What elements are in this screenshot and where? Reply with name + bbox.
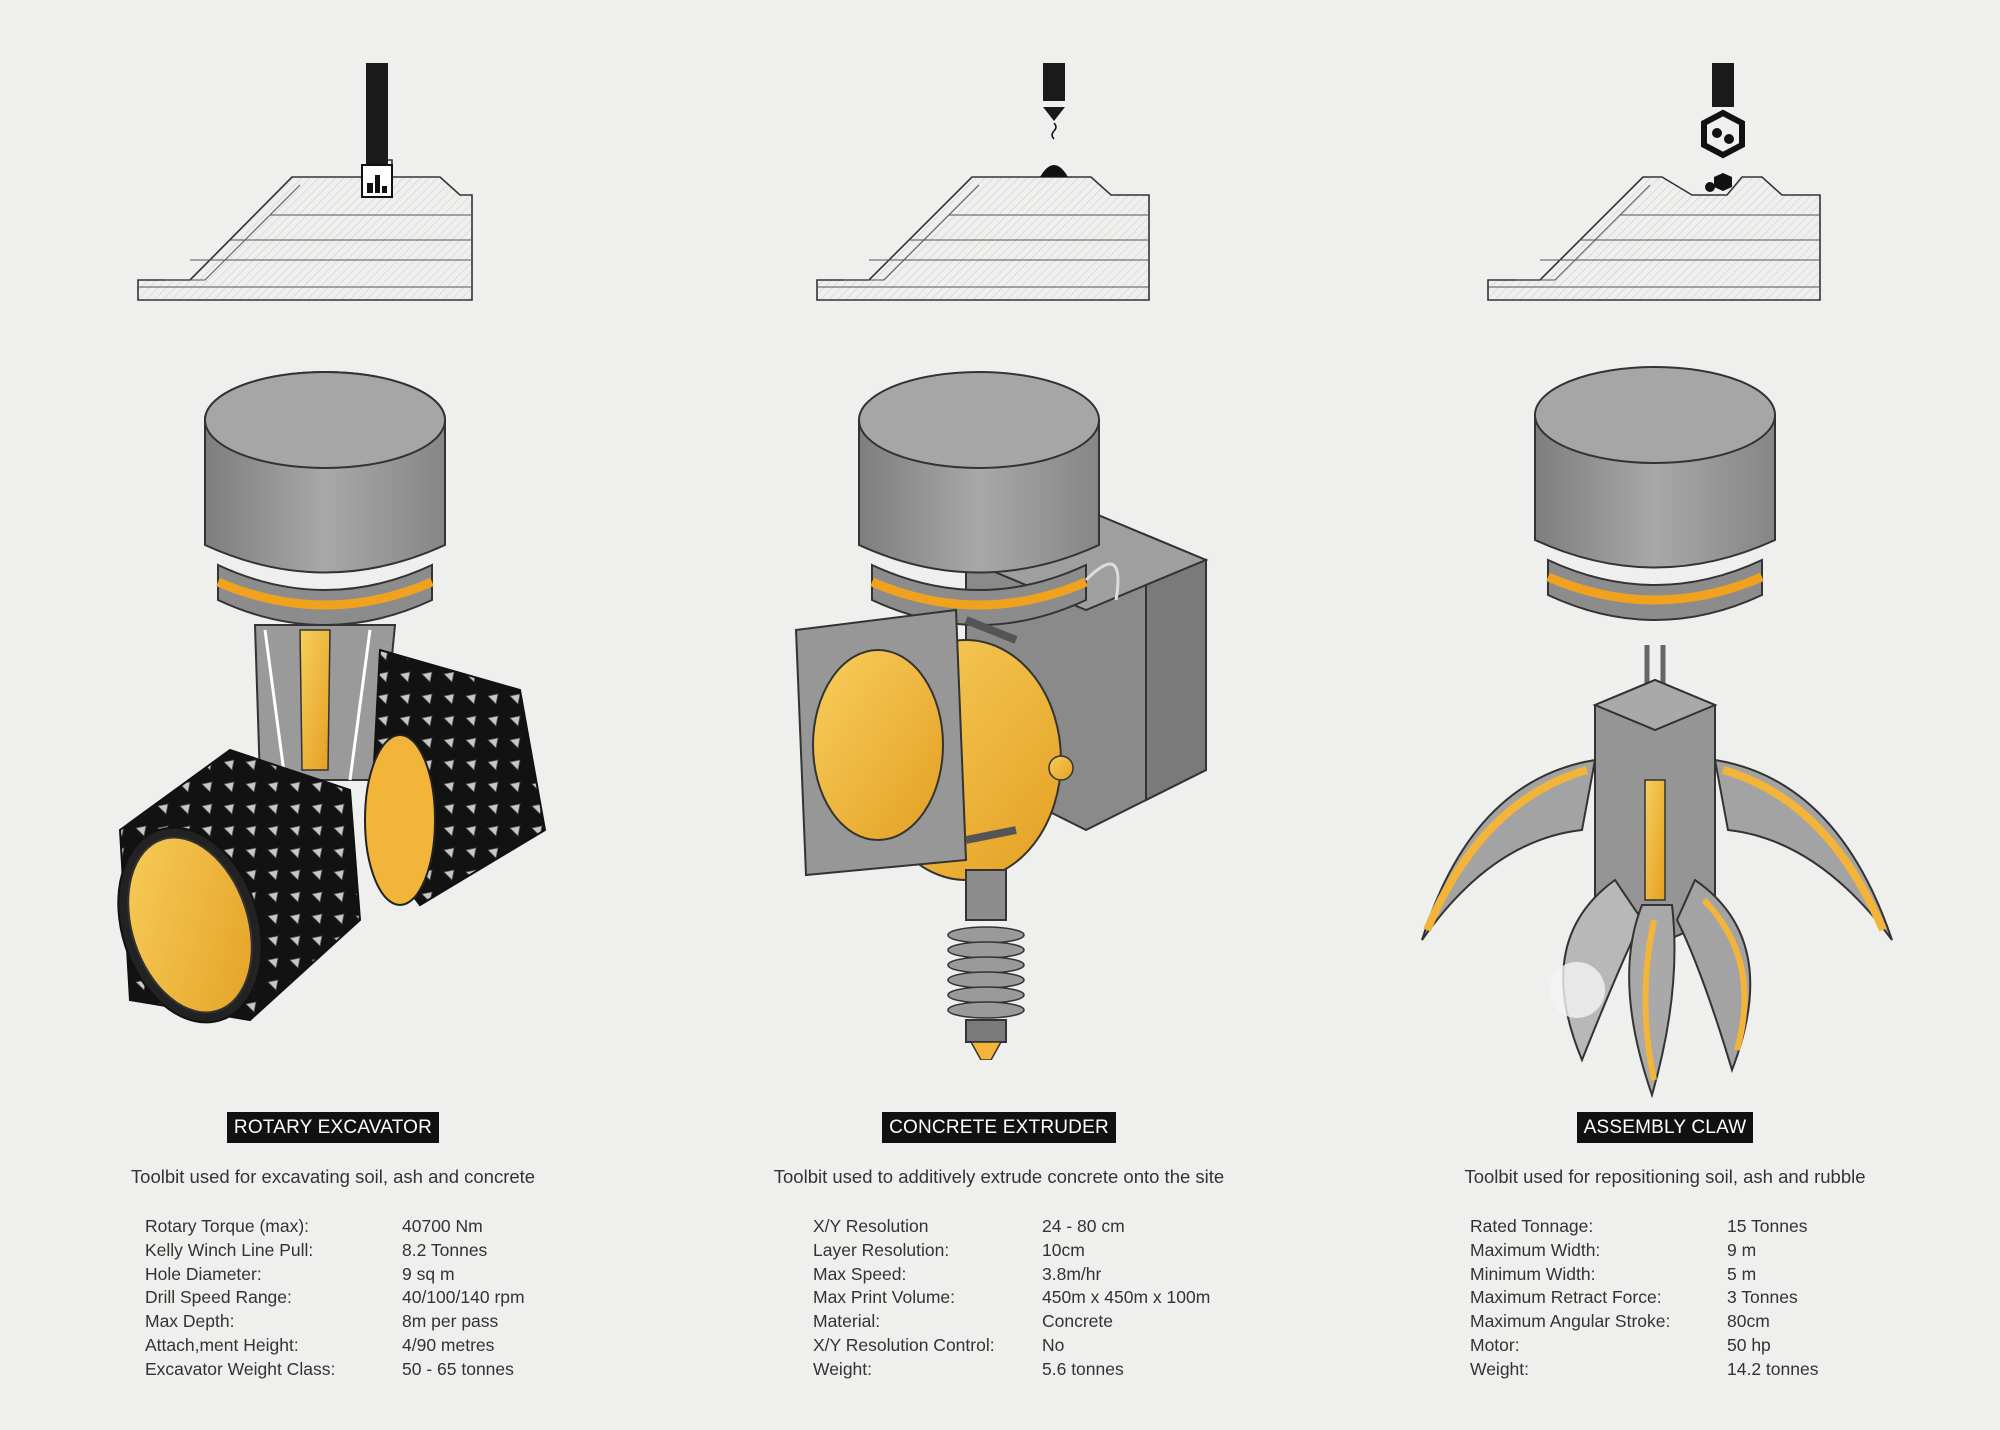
spec-value: 3.8m/hr — [1042, 1263, 1102, 1284]
spec-value: 80cm — [1727, 1311, 1770, 1332]
spec-label: Material: — [813, 1311, 881, 1332]
spec-label: Kelly Winch Line Pull: — [145, 1239, 314, 1260]
spec-label: Minimum Width: — [1470, 1263, 1596, 1284]
cutter-drum-rear — [364, 648, 547, 907]
spec-label: Max Print Volume: — [813, 1287, 955, 1308]
assembly-claw-illustration — [1421, 366, 1893, 1099]
spec-value: 24 - 80 cm — [1042, 1216, 1125, 1236]
nozzle-icon — [1043, 63, 1065, 101]
spec-label: Max Depth: — [145, 1311, 235, 1332]
terrain-section-extrusion-diagram — [816, 63, 1150, 301]
spec-label: Layer Resolution: — [813, 1239, 950, 1260]
spec-label: Max Speed: — [813, 1263, 907, 1284]
tool-title: ROTARY EXCAVATOR — [226, 1112, 440, 1143]
terrain-section-excavation-diagram — [137, 63, 473, 301]
spec-value: 40/100/140 rpm — [402, 1287, 525, 1308]
spec-label: Weight: — [813, 1358, 873, 1379]
spec-label: X/Y Resolution Control: — [813, 1334, 995, 1355]
drill-rod-icon — [366, 63, 388, 173]
spec-value: 9 m — [1727, 1239, 1757, 1260]
spec-label: Weight: — [1470, 1358, 1530, 1379]
spec-label: Drill Speed Range: — [145, 1287, 292, 1308]
spec-value: 10cm — [1042, 1239, 1085, 1260]
spec-label: Rotary Torque (max): — [145, 1216, 310, 1236]
spec-value: 8m per pass — [402, 1311, 499, 1332]
spec-value: 9 sq m — [402, 1263, 455, 1284]
spec-label: Hole Diameter: — [145, 1263, 262, 1284]
spec-value: 50 - 65 tonnes — [402, 1358, 514, 1379]
spec-value: Concrete — [1042, 1311, 1114, 1332]
spec-value: 5.6 tonnes — [1042, 1358, 1124, 1379]
spec-label: Maximum Width: — [1470, 1239, 1601, 1260]
spec-value: 4/90 metres — [402, 1334, 495, 1355]
cutter-drum-front — [117, 748, 362, 1024]
spec-value: 15 Tonnes — [1727, 1216, 1808, 1236]
tool-column-rotary-excavator: ROTARY EXCAVATOR Toolbit used for excava… — [0, 0, 666, 1430]
spec-value: 40700 Nm — [402, 1216, 483, 1236]
terrain-section-repositioning-diagram — [1487, 63, 1821, 301]
concrete-extruder-illustration — [794, 371, 1209, 1060]
spec-label: Attach,ment Height: — [145, 1334, 299, 1355]
claw-finger-right — [1713, 758, 1893, 941]
tool-column-concrete-extruder: CONCRETE EXTRUDER Toolbit used to additi… — [666, 0, 1332, 1430]
claw-finger-front-right — [1675, 878, 1752, 1074]
spec-value: 5 m — [1727, 1263, 1757, 1284]
tool-title: ASSEMBLY CLAW — [1576, 1112, 1754, 1143]
spec-label: Maximum Retract Force: — [1470, 1287, 1662, 1308]
extruder-nozzle-coil — [947, 926, 1025, 1019]
tool-title: CONCRETE EXTRUDER — [882, 1112, 1116, 1143]
rotary-excavator-illustration — [117, 371, 547, 1024]
spec-list: X/Y Resolution 24 - 80 cm Layer Resolutio… — [813, 1215, 1210, 1382]
tool-description: Toolbit used to additively extrude concr… — [773, 1166, 1225, 1187]
spec-value: 14.2 tonnes — [1727, 1358, 1819, 1379]
spec-value: No — [1042, 1334, 1065, 1355]
claw-finger-left — [1421, 758, 1597, 941]
spec-label: Rated Tonnage: — [1470, 1216, 1594, 1236]
tool-column-assembly-claw: ASSEMBLY CLAW Toolbit used for repositio… — [1332, 0, 1998, 1430]
spec-label: Excavator Weight Class: — [145, 1358, 336, 1379]
claw-finger-front-left — [1549, 878, 1644, 1063]
spec-list: Rotary Torque (max): 40700 Nm Kelly Winch… — [145, 1215, 525, 1382]
spec-label: Maximum Angular Stroke: — [1470, 1311, 1671, 1332]
spec-label: Motor: — [1470, 1334, 1520, 1355]
spec-value: 450m x 450m x 100m — [1042, 1287, 1211, 1308]
spec-label: X/Y Resolution — [813, 1216, 929, 1236]
spec-list: Rated Tonnage: 15 Tonnes Maximum Width: 9 … — [1470, 1215, 1818, 1382]
spec-value: 50 hp — [1727, 1334, 1771, 1355]
tool-description: Toolbit used for repositioning soil, ash… — [1464, 1166, 1866, 1187]
claw-rod-icon — [1712, 63, 1734, 107]
spec-value: 8.2 Tonnes — [402, 1239, 488, 1260]
tool-description: Toolbit used for excavating soil, ash an… — [130, 1166, 536, 1187]
claw-finger-front-center — [1628, 904, 1676, 1099]
spec-value: 3 Tonnes — [1727, 1287, 1798, 1308]
